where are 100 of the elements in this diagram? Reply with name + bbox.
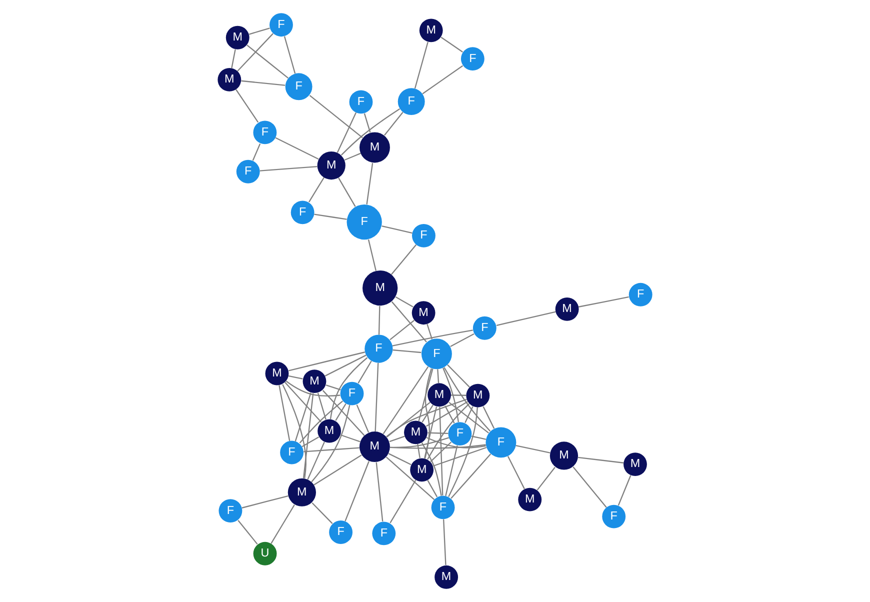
node-circle: M [218,68,242,92]
connector [572,466,607,508]
connector [326,384,341,390]
connector [395,296,414,308]
connector [496,311,556,326]
node-circle: M [302,370,326,394]
connector [242,495,288,508]
connector [368,239,377,271]
connector [344,461,370,522]
connector [278,385,290,441]
node-circle: F [349,90,373,114]
node-circle: M [265,362,289,386]
node-circle: F [236,160,260,184]
connector [284,36,296,74]
node-circle: M [550,442,578,470]
connector [448,402,489,434]
node-circle: M [434,565,458,589]
node-circle: F [364,334,393,363]
connector [376,462,384,522]
connector [382,225,412,234]
node-circle: M [412,301,436,325]
connector [288,352,366,372]
node-circle: M [419,18,443,42]
connector [294,392,312,442]
connector [414,42,428,89]
connector [448,407,478,498]
node-circle: M [226,26,250,50]
connector [356,404,370,433]
connector [578,296,629,308]
connector [386,398,467,438]
node-circle: F [372,522,396,546]
node-circle: F [628,282,652,306]
connector [286,380,340,396]
connector [311,405,350,482]
node-circle: M [288,478,316,506]
connector [445,445,458,496]
connector [248,28,270,35]
connector [237,33,274,72]
connector [507,456,525,490]
connector [439,406,444,496]
connector [390,320,415,340]
connector [443,519,446,566]
connector [284,382,322,422]
connector [516,445,550,454]
connector [378,306,380,335]
connector [252,144,261,161]
connector [392,330,473,346]
connector [451,394,466,396]
node-circle: M [410,458,434,482]
node-circle: F [431,496,455,520]
connector [358,360,372,384]
connector [366,162,374,204]
node-circle: F [253,120,277,144]
connector [426,436,486,448]
node-circle: M [318,419,342,443]
connector [282,384,306,478]
connector [238,520,258,545]
node-circle: F [340,382,364,406]
node-circle: M [428,383,451,407]
node-circle: M [466,384,490,408]
connector [450,333,474,348]
connector [430,442,452,462]
connector [389,436,405,442]
connector [426,401,468,427]
connector [270,504,295,544]
connector [464,406,474,424]
node-circle: F [218,499,242,523]
connector [324,354,366,376]
node-circle: M [518,488,542,512]
node-circle: M [555,297,579,321]
connector [304,447,360,452]
connector [246,44,289,79]
connector [536,466,556,490]
connector [386,402,430,438]
connector [241,80,286,86]
connector [312,502,333,524]
node-circle: F [285,73,312,100]
connector [417,444,420,458]
connector [424,368,432,459]
node-circle: F [270,13,293,37]
connector [288,375,303,380]
connector [275,137,319,160]
connector [422,404,434,422]
node-circle: F [329,520,353,544]
node-circle: F [421,338,452,370]
connector [330,357,368,420]
connector [426,324,433,340]
connector [427,403,470,460]
connector [432,446,487,467]
node-circle: M [317,151,346,180]
node-circle: F [486,427,516,458]
connector [309,94,363,138]
node-circle: F [280,440,304,464]
connector [390,244,417,275]
connector [391,301,427,342]
node-circle: F [602,504,626,528]
connector [390,480,416,524]
connector [231,49,236,68]
connector [302,436,320,448]
node-circle: F [346,204,382,240]
